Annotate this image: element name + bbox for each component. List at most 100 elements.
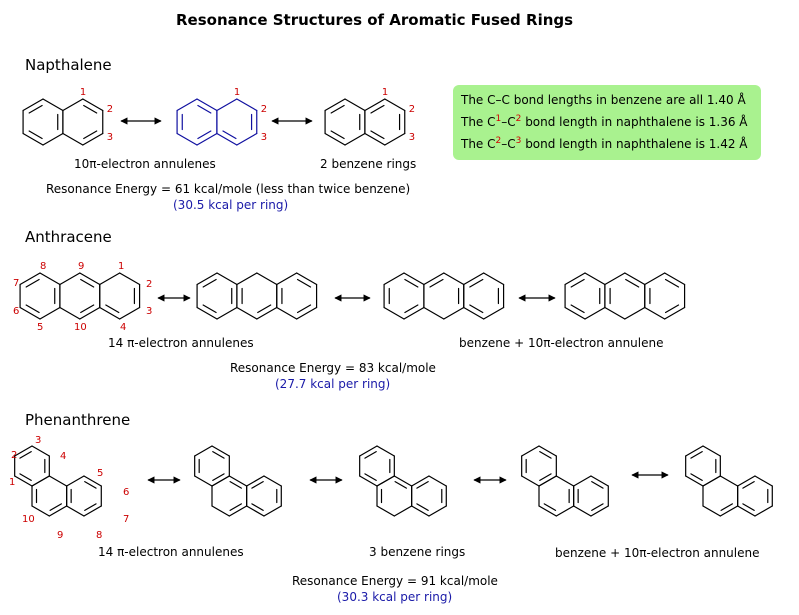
double-bond (197, 130, 212, 140)
single-bond (216, 132, 238, 146)
single-bond (555, 505, 575, 517)
double-bond (664, 304, 680, 314)
single-bond (604, 306, 626, 320)
double-bond (19, 473, 32, 481)
phenanthrene-caption-mixed: benzene + 10π-electron annulene (555, 546, 760, 560)
single-bond (384, 98, 406, 112)
double-bond (394, 481, 407, 489)
single-bond (196, 272, 218, 286)
single-bond (22, 132, 44, 146)
single-bond (754, 505, 773, 517)
double-bond (742, 481, 755, 489)
atom-number: 9 (57, 530, 63, 541)
single-bond (644, 272, 666, 286)
single-bond (22, 98, 44, 112)
atom-number: 2 (11, 450, 17, 461)
single-bond (82, 132, 104, 146)
single-bond (538, 505, 557, 517)
double-bond (229, 481, 242, 489)
single-bond (39, 306, 61, 320)
single-bond (644, 306, 666, 320)
single-bond (62, 132, 84, 146)
atom-number: 8 (40, 261, 46, 272)
single-bond (216, 306, 238, 320)
single-bond (685, 445, 704, 457)
double-bond (690, 473, 703, 481)
double-bond (251, 481, 264, 489)
single-bond (428, 505, 447, 517)
double-bond (370, 130, 385, 140)
single-bond (246, 505, 265, 517)
single-bond (14, 445, 33, 457)
single-bond (79, 306, 101, 320)
double-bond (296, 278, 312, 288)
single-bond (194, 475, 213, 487)
bond-length-note: The C–C bond lengths in benzene are all … (453, 85, 761, 160)
double-bond (570, 278, 585, 288)
double-bond (202, 278, 217, 288)
anthracene-heading: Anthracene (25, 228, 112, 246)
atom-number: 3 (261, 132, 267, 143)
single-bond (196, 98, 218, 112)
single-bond (236, 272, 258, 286)
single-bond (624, 306, 646, 320)
atom-number: 2 (146, 279, 152, 290)
single-bond (423, 306, 445, 320)
double-bond (202, 304, 217, 314)
single-bond (256, 272, 278, 286)
double-bond (570, 304, 585, 314)
single-bond (443, 272, 465, 286)
single-bond (719, 475, 739, 487)
single-bond (383, 306, 405, 320)
atom-number: 10 (74, 322, 87, 333)
single-bond (702, 445, 721, 457)
single-bond (411, 505, 430, 517)
bond-note-line-2: The C1–C2 bond length in naphthalene is … (461, 114, 748, 130)
single-bond (324, 98, 346, 112)
single-bond (463, 306, 485, 320)
double-bond (83, 130, 98, 140)
atom-number: 3 (146, 306, 152, 317)
double-bond (257, 304, 272, 314)
naphthalene-caption-benzene: 2 benzene rings (320, 157, 417, 171)
double-bond (229, 503, 242, 511)
single-bond (604, 272, 626, 286)
double-bond (370, 104, 385, 114)
single-bond (14, 475, 33, 487)
single-bond (538, 475, 557, 487)
double-bond (25, 304, 40, 314)
phenanthrene-caption-benzene: 3 benzene rings (369, 545, 466, 559)
single-bond (83, 505, 102, 517)
double-bond (330, 130, 345, 140)
atom-number: 9 (78, 261, 84, 272)
bond-note-line-3: The C2–C3 bond length in naphthalene is … (461, 136, 748, 152)
single-bond (196, 306, 218, 320)
atom-number: 1 (382, 87, 388, 98)
single-bond (196, 132, 218, 146)
single-bond (384, 132, 406, 146)
double-bond (690, 451, 703, 459)
double-bond (296, 304, 312, 314)
double-bond (591, 481, 604, 489)
single-bond (521, 445, 540, 457)
double-bond (80, 278, 95, 288)
single-bond (393, 505, 413, 517)
naphthalene-per-ring: (30.5 kcal per ring) (173, 198, 289, 212)
single-bond (19, 306, 41, 320)
atom-number: 2 (107, 104, 113, 115)
single-bond (344, 132, 366, 146)
single-bond (754, 475, 773, 487)
single-bond (685, 475, 704, 487)
single-bond (216, 272, 238, 286)
single-bond (119, 272, 141, 286)
atom-number: 8 (96, 530, 102, 541)
single-bond (376, 445, 395, 457)
anthracene-per-ring: (27.7 kcal per ring) (275, 377, 391, 391)
single-bond (263, 475, 282, 487)
single-bond (99, 272, 121, 286)
single-bond (62, 98, 84, 112)
double-bond (28, 104, 43, 114)
single-bond (403, 272, 425, 286)
double-bond (469, 278, 484, 288)
